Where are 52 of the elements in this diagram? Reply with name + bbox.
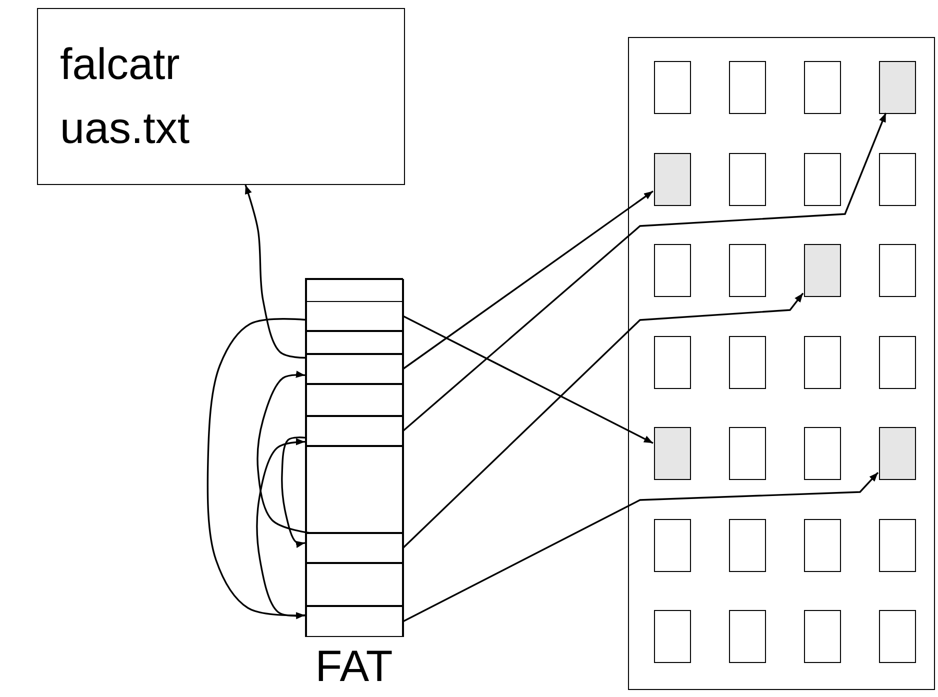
table-row	[306, 446, 404, 532]
disk-block	[729, 336, 766, 388]
disk-block	[654, 152, 691, 206]
disk-panel	[628, 37, 935, 690]
disk-block	[654, 518, 691, 572]
curved-arrow	[281, 436, 306, 548]
arrow	[402, 112, 887, 432]
disk-block	[654, 610, 691, 663]
table-row	[306, 384, 404, 416]
disk-block	[879, 427, 916, 480]
curved-arrow	[206, 318, 306, 620]
disk-block	[654, 244, 691, 297]
file-name: falcatr uas.txt	[60, 39, 191, 155]
disk-block	[879, 610, 916, 663]
arrow	[402, 190, 654, 370]
disk-block	[879, 152, 916, 206]
arrow	[402, 292, 804, 549]
disk-block	[729, 427, 766, 480]
curved-arrow	[256, 438, 306, 617]
disk-block	[879, 518, 916, 572]
disk-block	[879, 336, 916, 388]
table-row	[306, 354, 404, 384]
table-row	[306, 416, 404, 446]
table-row	[306, 606, 404, 636]
disk-block	[729, 61, 766, 114]
disk-block	[804, 518, 841, 572]
disk-block	[729, 244, 766, 297]
table-row	[306, 330, 404, 354]
disk-block	[654, 427, 691, 480]
file-entry-box	[37, 8, 405, 185]
disk-block	[804, 610, 841, 663]
table-row	[306, 532, 404, 562]
disk-block	[654, 336, 691, 388]
table-row	[306, 279, 404, 302]
arrow	[402, 472, 879, 622]
disk-block	[804, 61, 841, 114]
disk-block	[804, 244, 841, 297]
curved-arrow	[244, 184, 306, 359]
arrow	[402, 315, 654, 444]
disk-block	[879, 61, 916, 114]
disk-block	[729, 518, 766, 572]
disk-block	[804, 427, 841, 480]
disk-block	[729, 610, 766, 663]
disk-block	[654, 61, 691, 114]
disk-block	[804, 336, 841, 388]
table-row	[306, 562, 404, 606]
disk-block	[804, 152, 841, 206]
table-title: FAT	[315, 642, 393, 692]
disk-block	[729, 152, 766, 206]
curved-arrow	[256, 370, 310, 534]
table-row	[306, 300, 404, 330]
disk-block	[879, 244, 916, 297]
